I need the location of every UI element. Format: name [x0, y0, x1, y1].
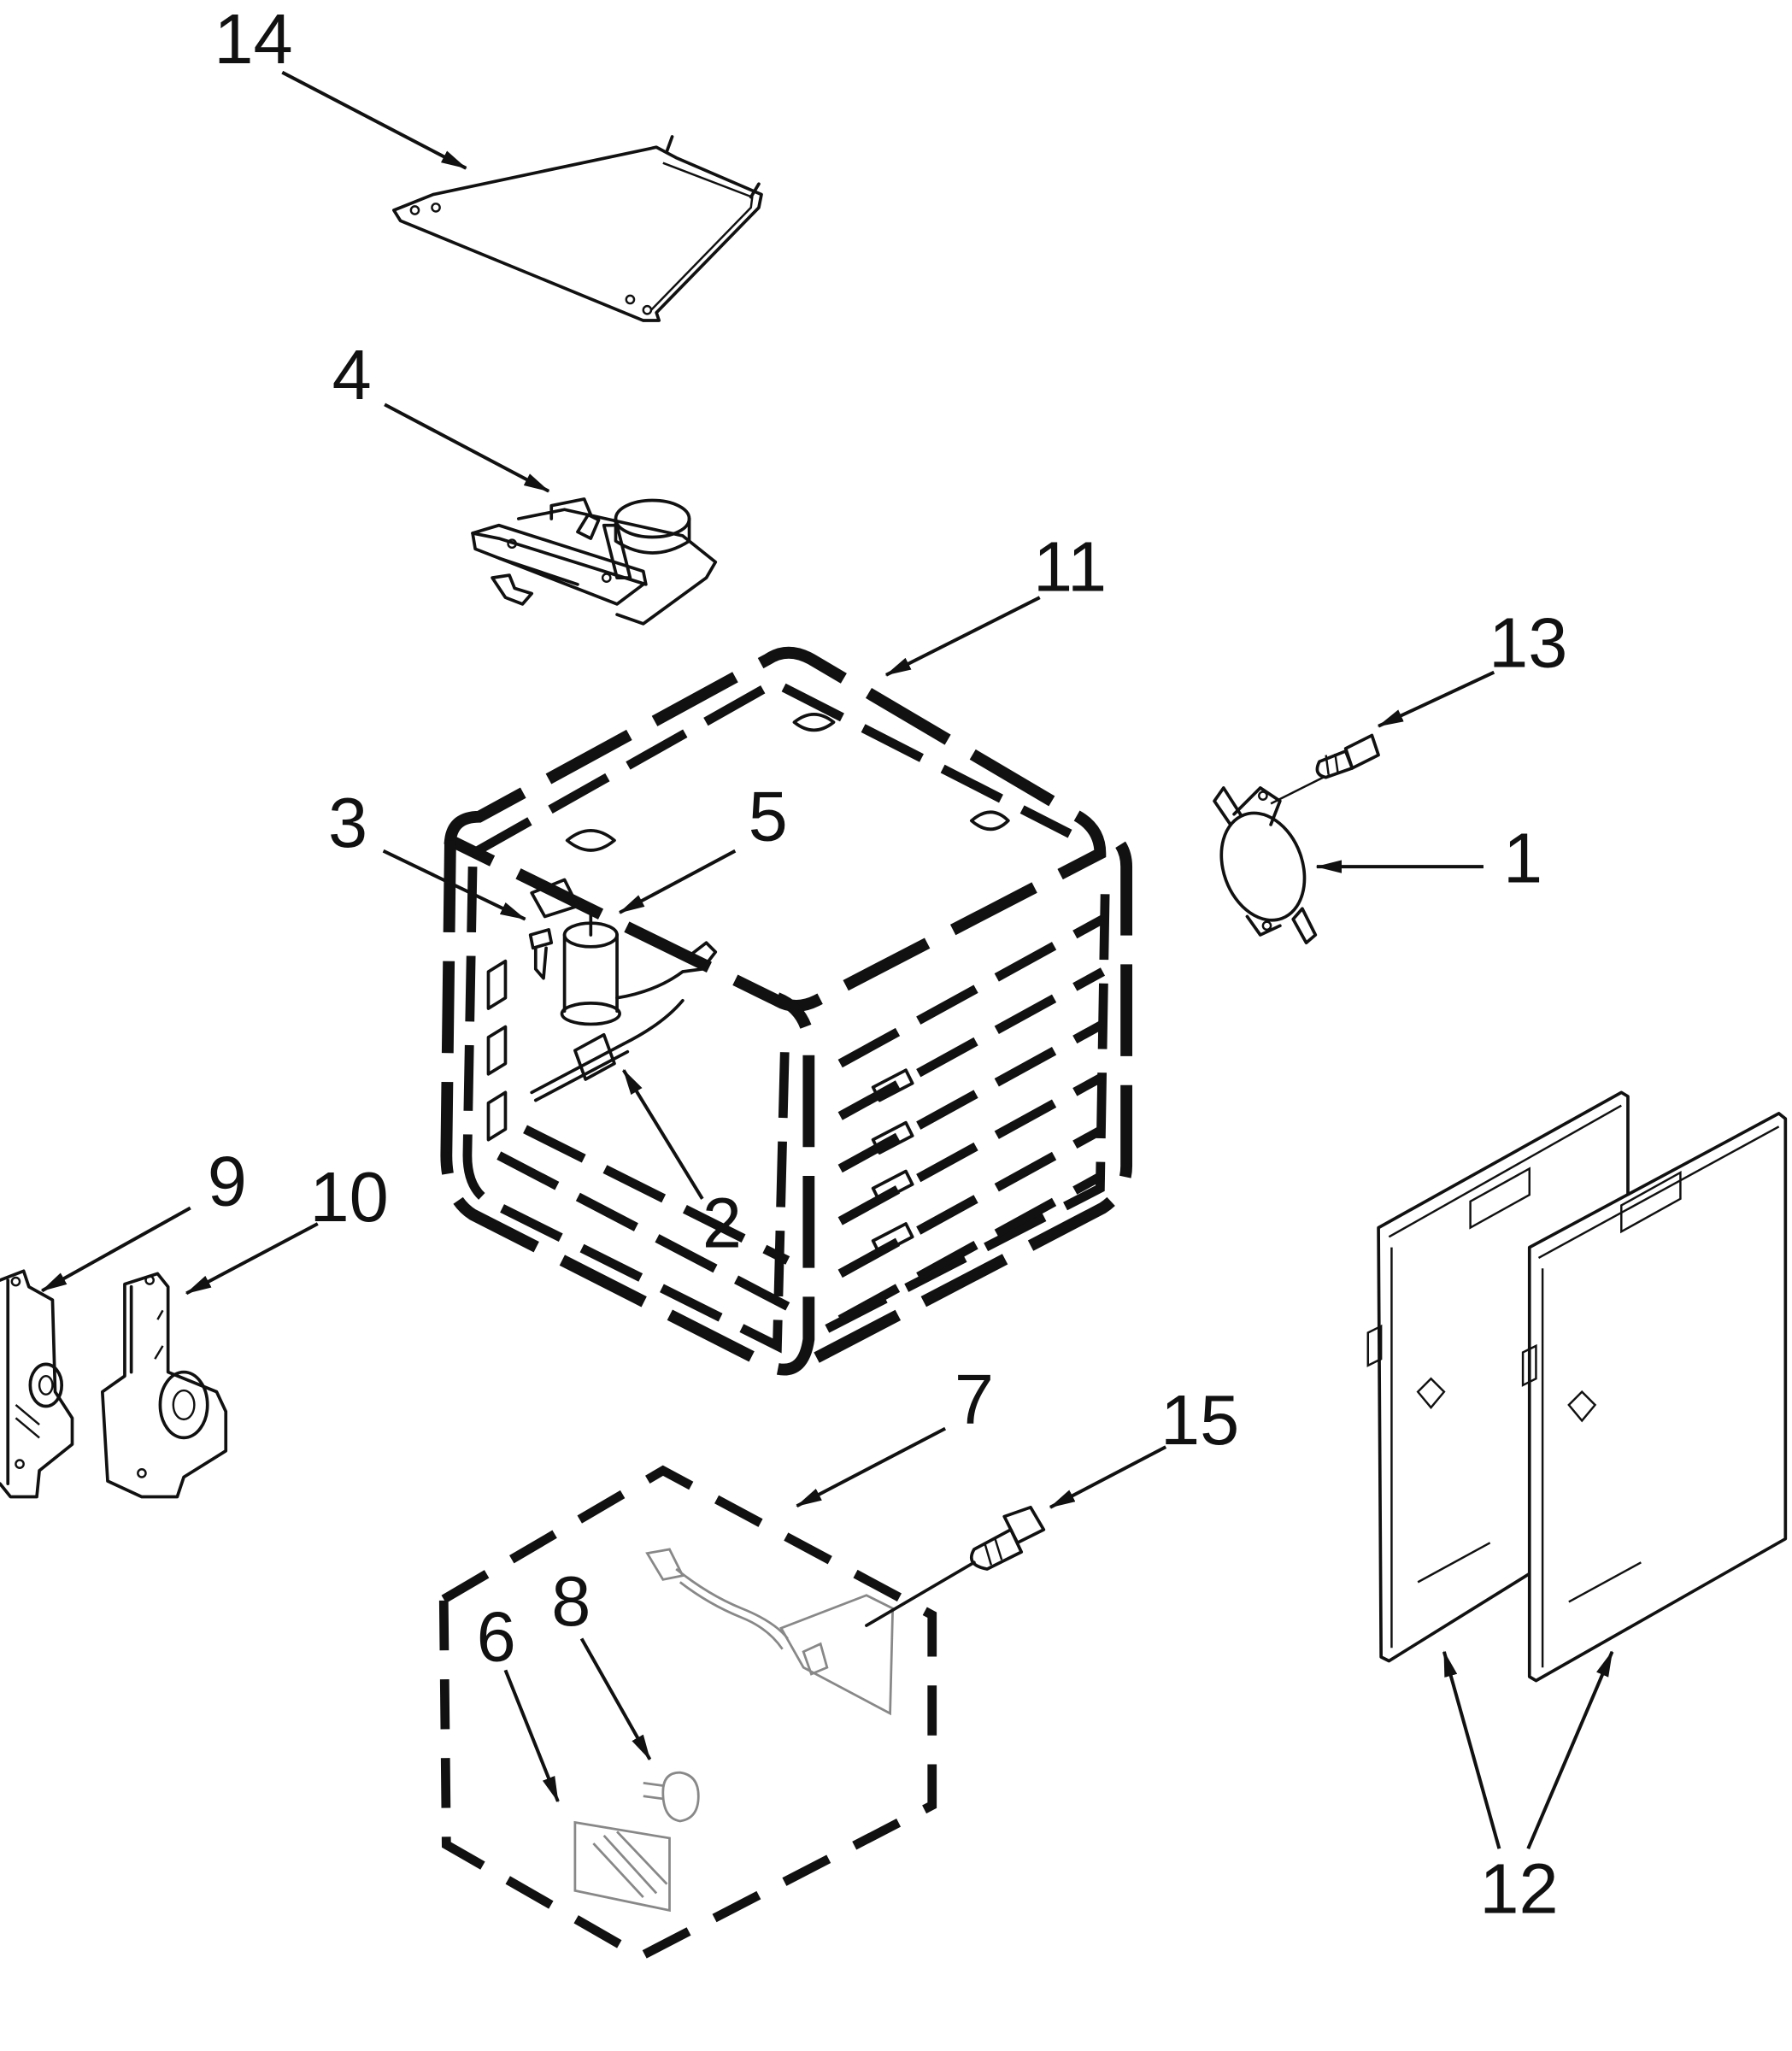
- leader-lines: [40, 70, 1614, 1850]
- part-5-light-socket: [560, 904, 718, 1026]
- callout-5: 5: [749, 776, 788, 855]
- leader-10: [185, 1222, 319, 1296]
- part-14-top-plate: [392, 135, 763, 322]
- leader-12a: [1442, 1650, 1501, 1849]
- part-13-screw: [1315, 733, 1380, 779]
- leader-2: [622, 1068, 704, 1200]
- leader-5: [618, 849, 737, 914]
- leader-9: [40, 1206, 191, 1293]
- part-8-light-bulb: [643, 1771, 700, 1823]
- part-15-screw: [865, 1505, 1046, 1627]
- callout-7: 7: [955, 1359, 994, 1438]
- leader-7: [796, 1426, 947, 1508]
- callout-labels: 14 4 11 13 1 3 5 2 9 10 7 15 6 8 12: [208, 0, 1568, 1929]
- callout-11: 11: [1033, 526, 1107, 606]
- callout-9: 9: [208, 1141, 247, 1220]
- leader-4: [384, 403, 550, 493]
- part-10-door-hinge-right: [100, 1272, 228, 1499]
- callout-2: 2: [702, 1184, 742, 1263]
- callout-13: 13: [1489, 603, 1567, 683]
- leader-15: [1049, 1445, 1167, 1509]
- callout-6: 6: [477, 1597, 516, 1677]
- callout-8: 8: [551, 1561, 590, 1641]
- leader-6: [503, 1669, 560, 1803]
- callout-4: 4: [332, 335, 372, 414]
- part-9-door-hinge-left: [0, 1269, 74, 1499]
- part-1-thermostat: [1213, 776, 1325, 945]
- callout-15: 15: [1160, 1380, 1239, 1460]
- leader-8: [579, 1637, 652, 1761]
- leader-11: [884, 596, 1041, 677]
- part-3-screw: [528, 928, 554, 980]
- leader-12b: [1526, 1650, 1614, 1850]
- leader-14: [281, 70, 467, 170]
- callout-12: 12: [1479, 1849, 1558, 1929]
- callout-10: 10: [310, 1157, 389, 1237]
- part-12-side-panels: [1366, 1090, 1788, 1683]
- callout-14: 14: [214, 0, 292, 79]
- callout-1: 1: [1503, 819, 1542, 898]
- part-4-door-latch: [471, 497, 718, 626]
- rack-rails: [837, 914, 1106, 1324]
- part-7-light-kit: [438, 1465, 937, 1962]
- part-11-oven-cavity: [440, 646, 1133, 1376]
- part-2-temperature-sensor: [530, 998, 684, 1102]
- callout-3: 3: [328, 783, 367, 862]
- leader-3: [382, 849, 526, 921]
- part-6-light-lens: [573, 1820, 671, 1913]
- leader-13: [1377, 670, 1495, 728]
